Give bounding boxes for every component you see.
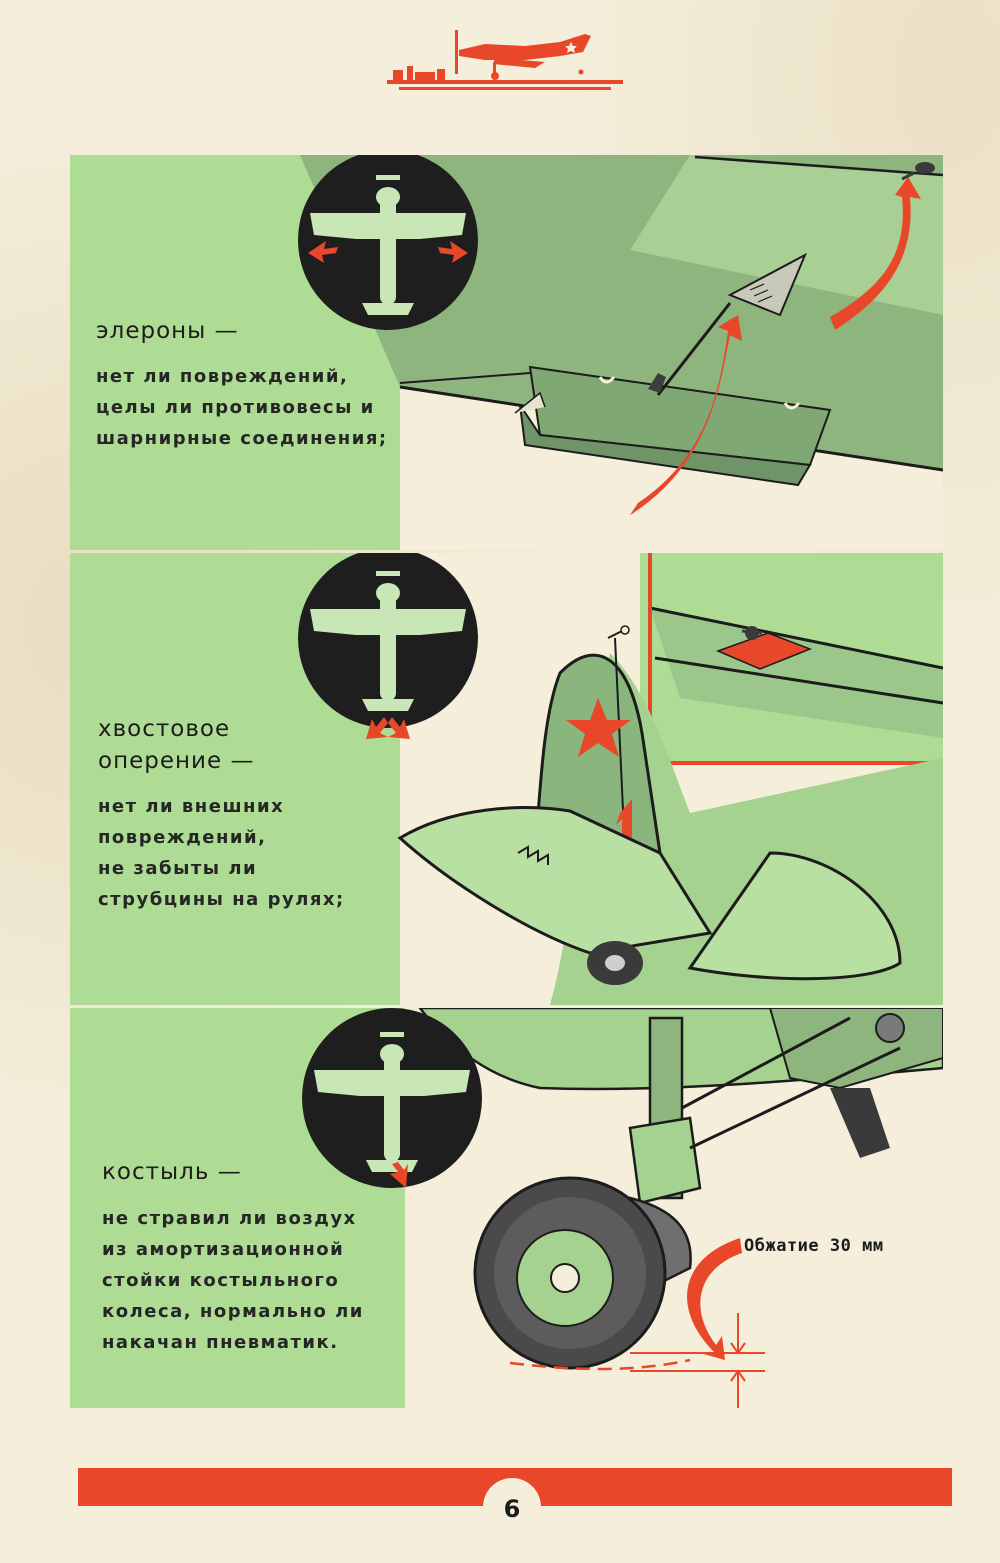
tail-heading: хвостовое оперение — [98, 716, 255, 774]
airplane-emblem-icon [387, 30, 623, 90]
tailskid-description: не стравил ли воздух из амортизационной … [102, 1208, 364, 1353]
tailskid-heading: костыль — [102, 1159, 242, 1185]
aileron-section: элероны — нет ли повреждений, целы ли пр… [70, 155, 943, 550]
aileron-description: нет ли повреждений, целы ли противовесы … [96, 366, 388, 449]
compression-label: Обжатие 30 мм [744, 1236, 884, 1256]
tail-section: хвостовое оперение — нет ли внешних повр… [70, 553, 943, 1005]
plane-topview-icon [310, 571, 466, 711]
aileron-heading: элероны — [96, 318, 239, 344]
plane-topview-icon [314, 1032, 470, 1172]
page-number: 6 [503, 1495, 521, 1523]
plane-topview-icon [310, 175, 466, 315]
tail-description: нет ли внешних повреждений, не забыты ли… [98, 796, 345, 910]
aileron-illustration [298, 155, 943, 550]
page-number-badge: 6 [483, 1478, 541, 1536]
tailskid-section: костыль — не стравил ли воздух из аморти… [70, 1008, 943, 1408]
tailskid-illustration [302, 1008, 943, 1408]
tail-illustration [298, 553, 943, 1005]
